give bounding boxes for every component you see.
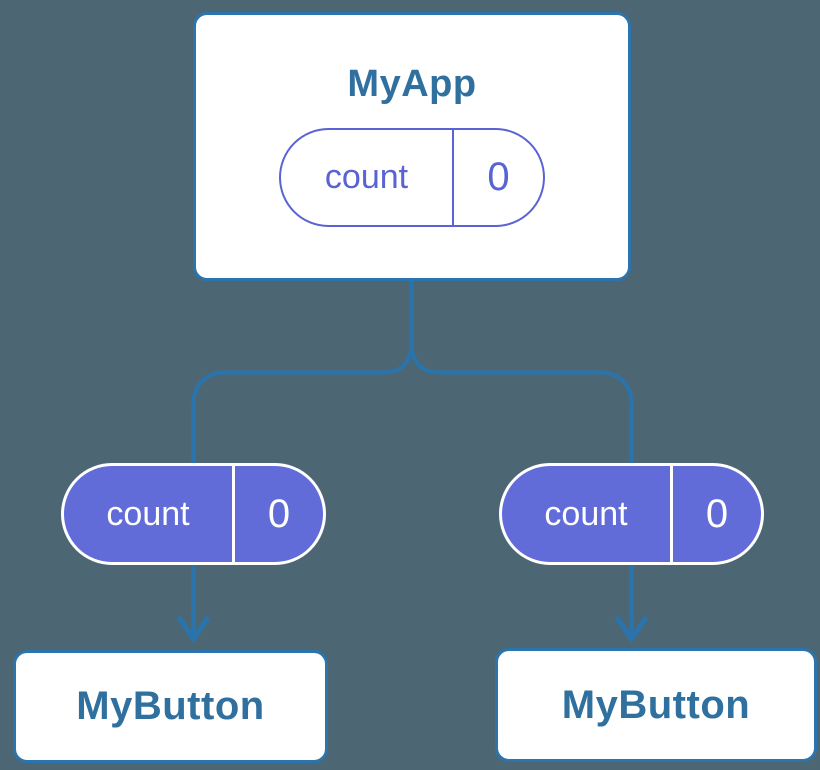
node-myapp: MyApp count 0 [193,12,631,281]
state-pill-right-name-cell: count [502,466,670,562]
state-pill-left-value-cell: 0 [235,466,323,562]
node-mybutton-right-title: MyButton [561,682,751,727]
state-pill-root: count 0 [279,128,545,227]
connector-root-to-left-child [191,279,414,636]
pill-divider [670,466,673,562]
node-mybutton-right: MyButton [495,648,817,762]
state-value: 0 [705,491,729,536]
state-pill-root-name-cell: count [281,130,452,225]
arrow-down-right-icon [614,615,649,644]
arrow-down-left-icon [176,615,211,644]
node-mybutton-left: MyButton [13,650,328,763]
state-value: 0 [487,155,510,199]
state-pill-right-value-cell: 0 [673,466,761,562]
node-mybutton-left-title: MyButton [76,684,265,728]
pill-divider [232,466,235,562]
node-myapp-title: MyApp [347,63,477,105]
connector-root-to-right-child [409,279,634,636]
state-pill-root-value-cell: 0 [454,130,543,225]
state-name: count [324,158,409,196]
state-pill-right-child: count 0 [499,463,764,565]
pill-divider [452,130,454,225]
state-pill-left-name-cell: count [64,466,232,562]
state-name: count [544,494,628,533]
state-value: 0 [267,491,291,536]
state-name: count [106,494,190,533]
state-pill-left-child: count 0 [61,463,326,565]
